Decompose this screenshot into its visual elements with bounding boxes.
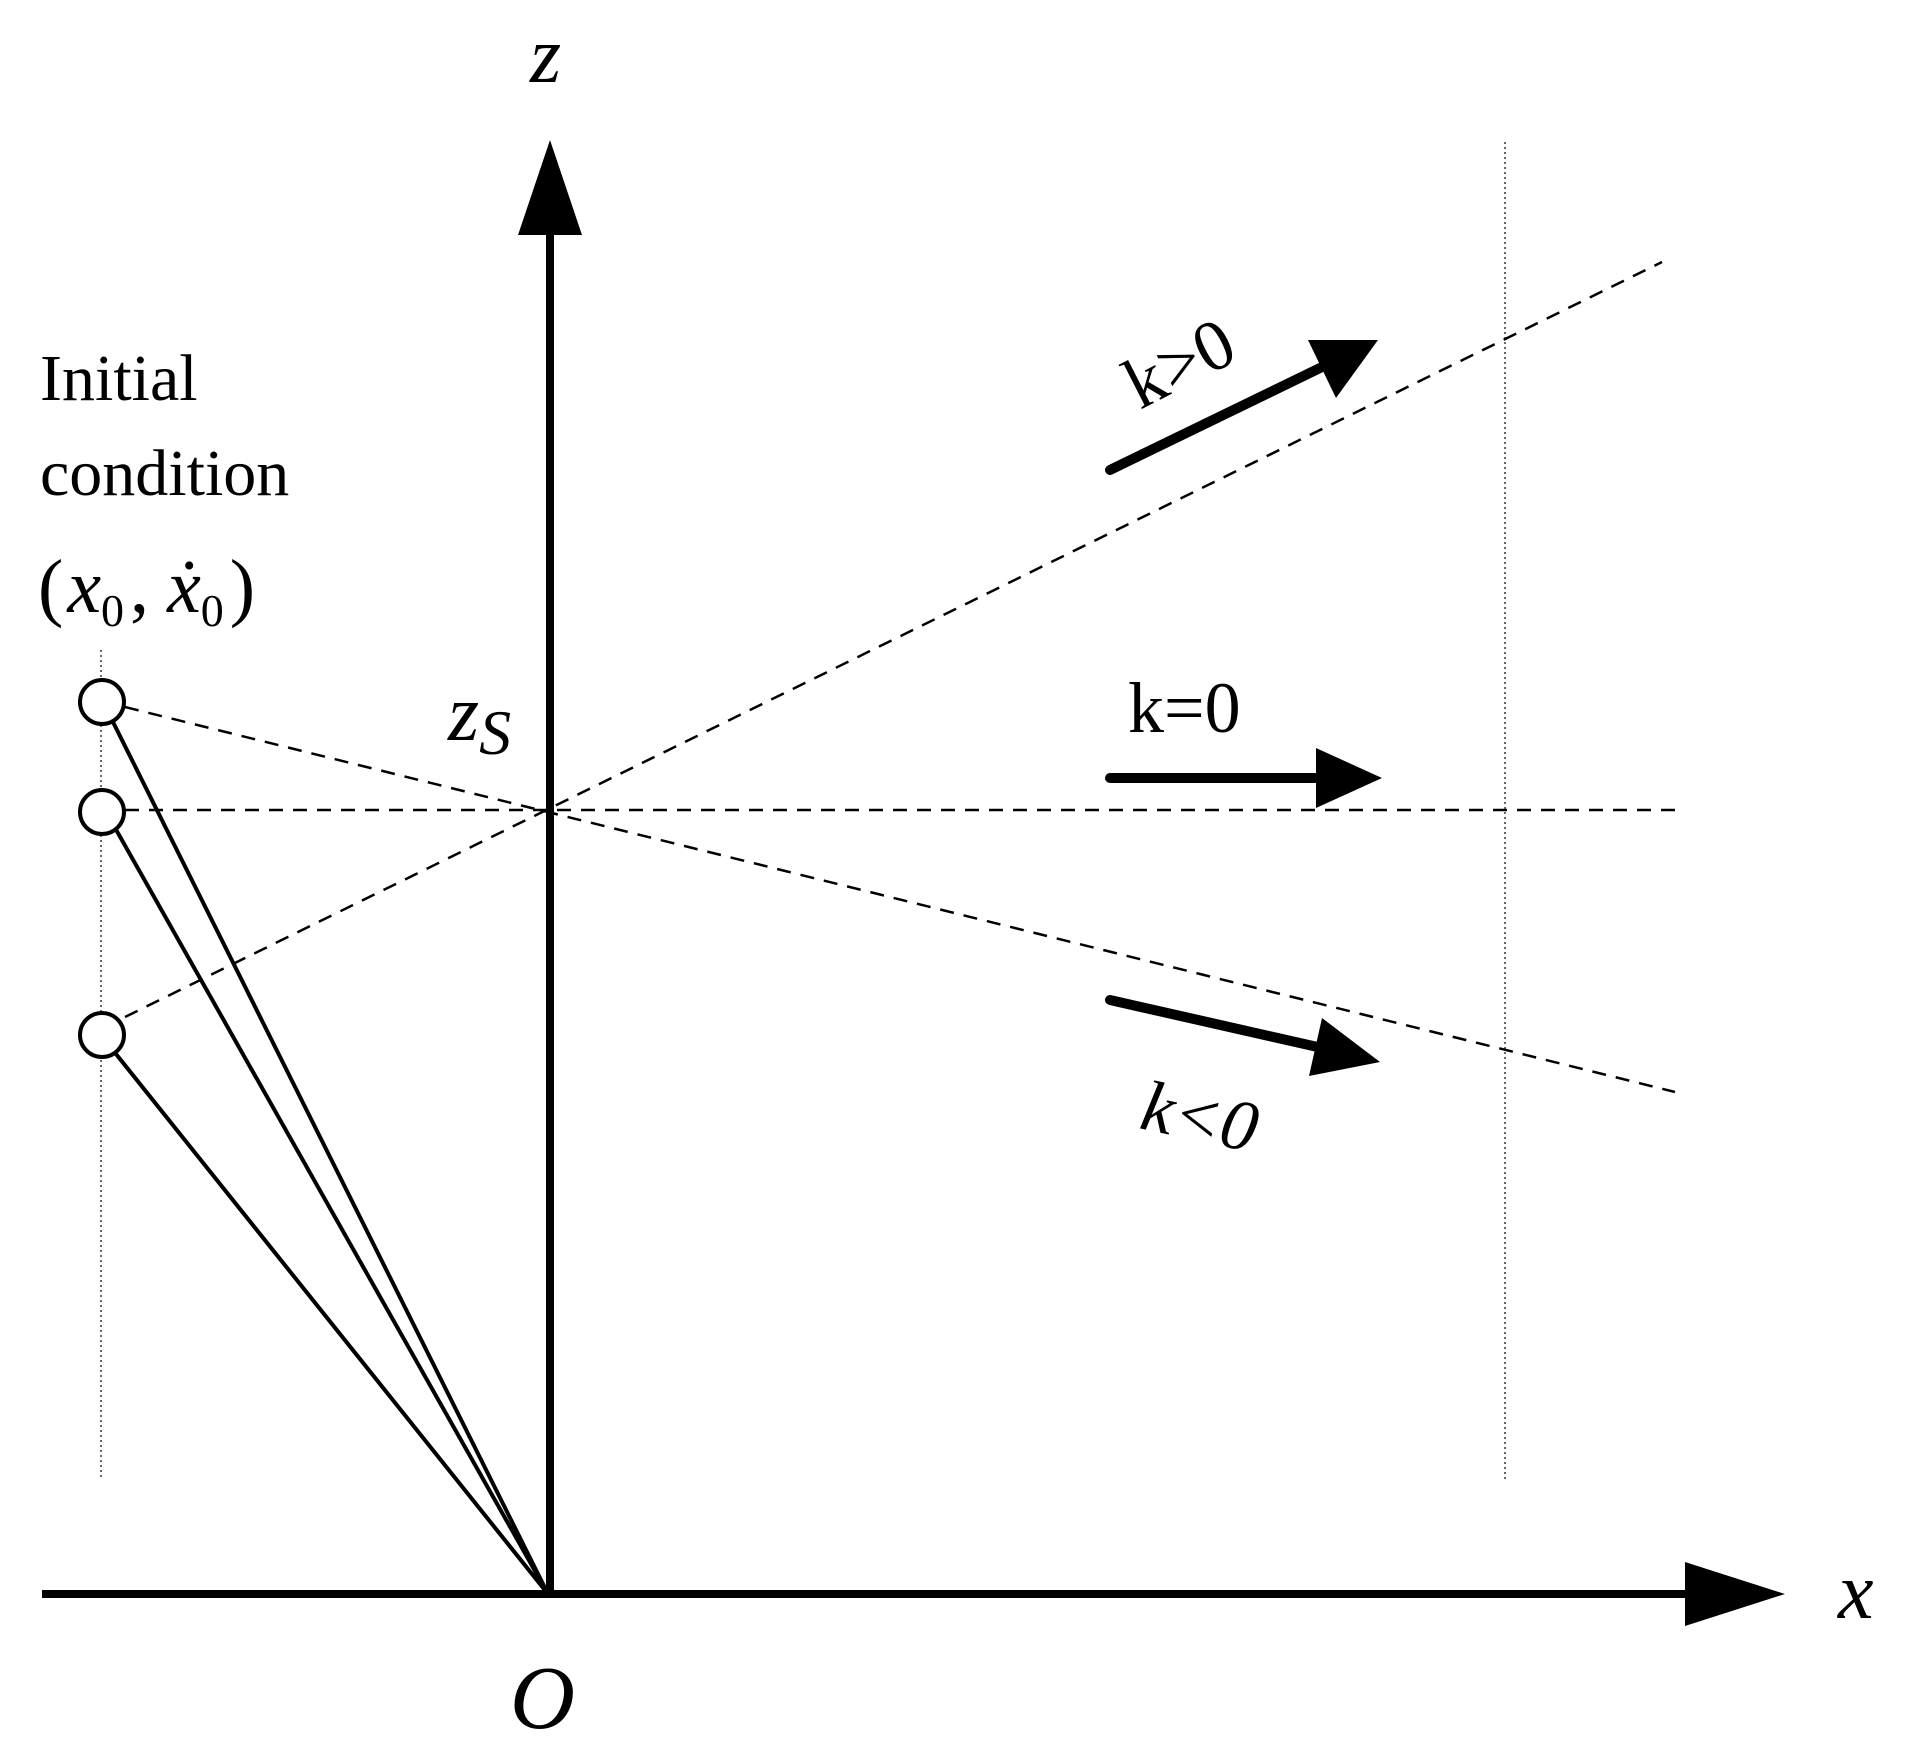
arrow-k-negative [1105,995,1380,1076]
zs-main: z [447,670,479,758]
initial-point-middle [78,788,126,836]
initial-point-bottom [78,1011,126,1059]
tuple-x-var: x [66,545,101,629]
tuple-x-sub: 0 [101,585,124,636]
initial-condition-line1: Initial [40,342,198,415]
arrow-k-positive [1105,340,1378,475]
solid-line-bottom [114,1052,550,1596]
x-axis-arrowhead [1685,1562,1785,1626]
initial-condition-line2: condition [40,437,289,510]
solid-line-top [108,715,550,1595]
solid-line-middle [112,825,550,1595]
z-axis-arrowhead [518,140,582,235]
initial-point-top [78,678,126,726]
initial-condition-tuple: (x0,ẋ0) [38,545,255,636]
ray-k-negative [124,705,1676,1094]
tuple-comma: , [130,545,149,629]
tuple-open-paren: ( [38,545,63,629]
x-axis-label: x [1837,1548,1874,1636]
ray-k-positive [124,260,1663,1019]
zs-subscript: S [479,697,511,768]
label-k-zero: k=0 [1128,668,1241,748]
tuple-xdot-sub: 0 [201,585,224,636]
z-axis-label: z [529,12,561,100]
label-k-positive: k>0 [1111,302,1248,424]
label-k-negative: k<0 [1135,1065,1266,1167]
arrow-k-zero [1105,748,1382,808]
tuple-xdot-var: ẋ [166,545,201,629]
tuple-close-paren: ) [230,545,255,629]
zs-label: zS [447,670,511,768]
origin-label: O [510,1649,575,1742]
